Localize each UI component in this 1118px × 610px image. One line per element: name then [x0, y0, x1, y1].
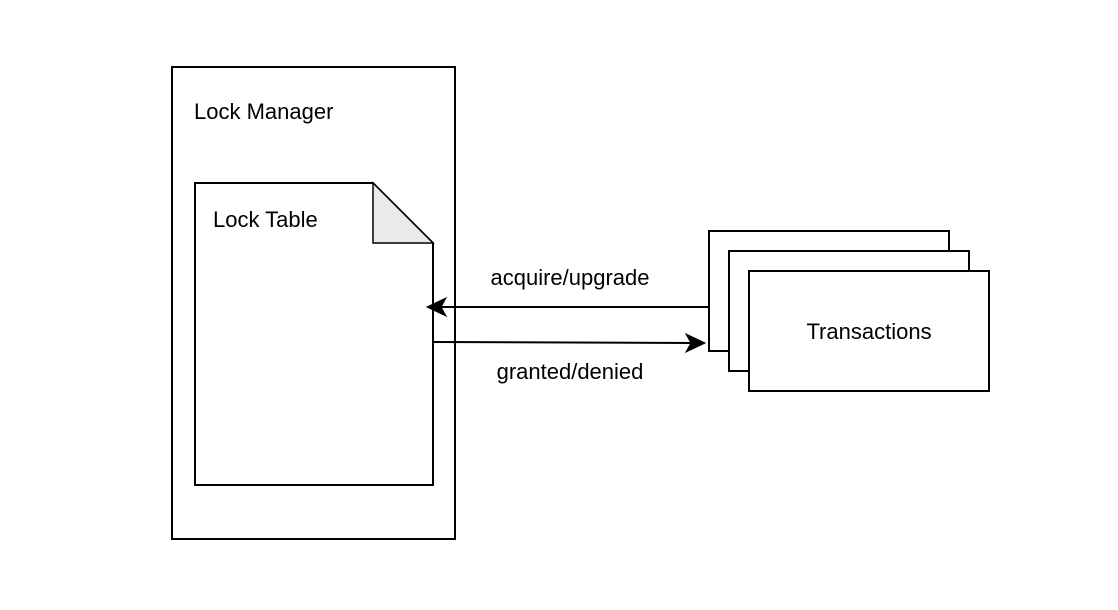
- granted-denied-line: [432, 341, 693, 344]
- acquire-upgrade-arrowhead: [425, 296, 448, 318]
- acquire-upgrade-label: acquire/upgrade: [490, 265, 649, 290]
- granted-denied-arrowhead: [684, 332, 707, 354]
- lock-manager-title: Lock Manager: [194, 99, 333, 124]
- transaction-card-front: [748, 270, 990, 392]
- granted-denied-arrow[interactable]: [432, 332, 707, 354]
- lock-table-folded-corner: [372, 181, 435, 244]
- transactions-label: Transactions: [806, 319, 931, 344]
- granted-denied-label: granted/denied: [497, 359, 644, 384]
- lock-table-document[interactable]: [194, 182, 434, 486]
- transactions-stack[interactable]: Transactions: [708, 230, 990, 392]
- acquire-upgrade-arrow[interactable]: [425, 296, 709, 318]
- lock-table-title: Lock Table: [213, 207, 318, 232]
